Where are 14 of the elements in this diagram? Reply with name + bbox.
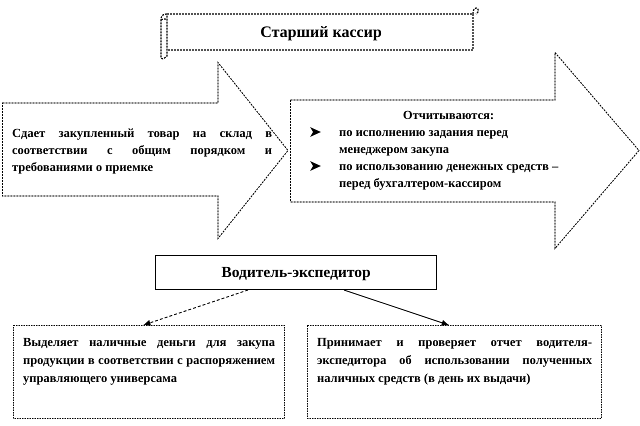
block-arrow bbox=[290, 52, 640, 249]
arrow bbox=[343, 290, 450, 326]
text-box bbox=[307, 325, 602, 419]
text-box bbox=[13, 325, 285, 419]
arrow-text: Сдает закупленный товар на склад в соответствии с общим порядком и требованиями о приемке bbox=[12, 125, 272, 176]
list-item: по использованию денежных средств – перед бухгалтером-кассиром bbox=[339, 158, 560, 192]
block-arrow bbox=[2, 62, 289, 239]
box-text: Принимает и проверяет отчет водителя-экспедитора об использовании полученных наличных средств (в день их выдачи) bbox=[317, 334, 592, 387]
box-title: Водитель-экспедитор bbox=[220, 263, 372, 282]
arrow bbox=[143, 290, 249, 326]
list-heading: Отчитываются: bbox=[402, 107, 496, 124]
text-box bbox=[155, 255, 437, 290]
box-text: Выделяет наличные деньги для закупа продукции в соответствии с распоряжением управляющего универсама bbox=[23, 334, 275, 387]
scroll-title: Старший кассир bbox=[259, 23, 383, 43]
